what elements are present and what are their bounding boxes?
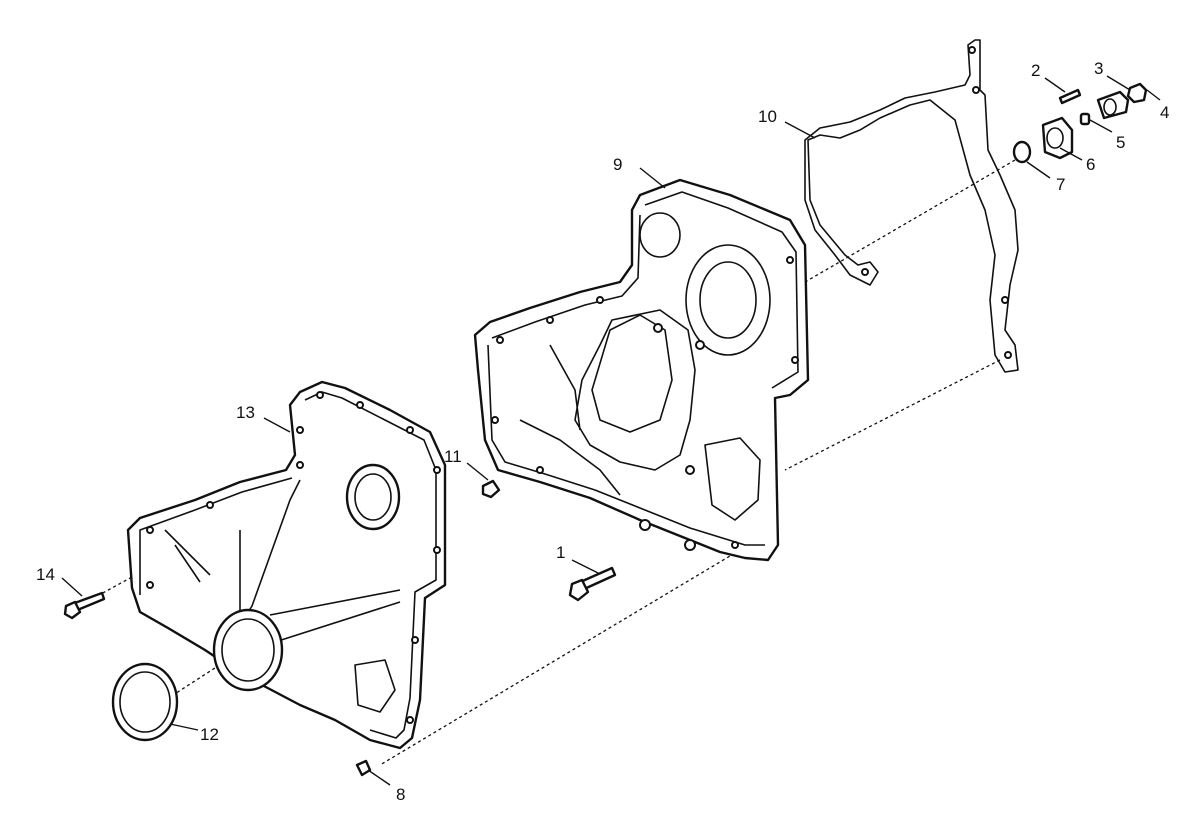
- callout-11: 11: [444, 447, 462, 466]
- callout-7: 7: [1056, 175, 1065, 194]
- part-9-housing: [473, 178, 810, 562]
- leader-lines: [61, 75, 1161, 786]
- callout-12: 12: [200, 725, 219, 744]
- callout-10: 10: [758, 107, 777, 126]
- callout-6: 6: [1086, 155, 1095, 174]
- fasteners: [63, 479, 617, 777]
- callout-2: 2: [1031, 61, 1040, 80]
- callout-4: 4: [1160, 103, 1169, 122]
- part-10-gasket: [804, 39, 1019, 373]
- callout-3: 3: [1094, 59, 1103, 78]
- part-12-seal: [111, 662, 179, 742]
- callout-9: 9: [613, 155, 622, 174]
- part-13-front-cover: [126, 380, 447, 750]
- part-1-bolt: [568, 566, 617, 602]
- part-8-screw: [355, 759, 372, 777]
- part-11-bolt: [481, 479, 501, 499]
- callout-labels: 1 2 3 4 5 6 7 8 9 10 11 12 13 14: [36, 59, 1169, 804]
- callout-13: 13: [236, 403, 255, 422]
- part-14-bolt: [63, 591, 106, 620]
- callout-8: 8: [396, 785, 405, 804]
- callout-14: 14: [36, 565, 55, 584]
- parts-2-to-7: [1012, 82, 1148, 164]
- callout-5: 5: [1116, 133, 1125, 152]
- callout-1: 1: [556, 543, 565, 562]
